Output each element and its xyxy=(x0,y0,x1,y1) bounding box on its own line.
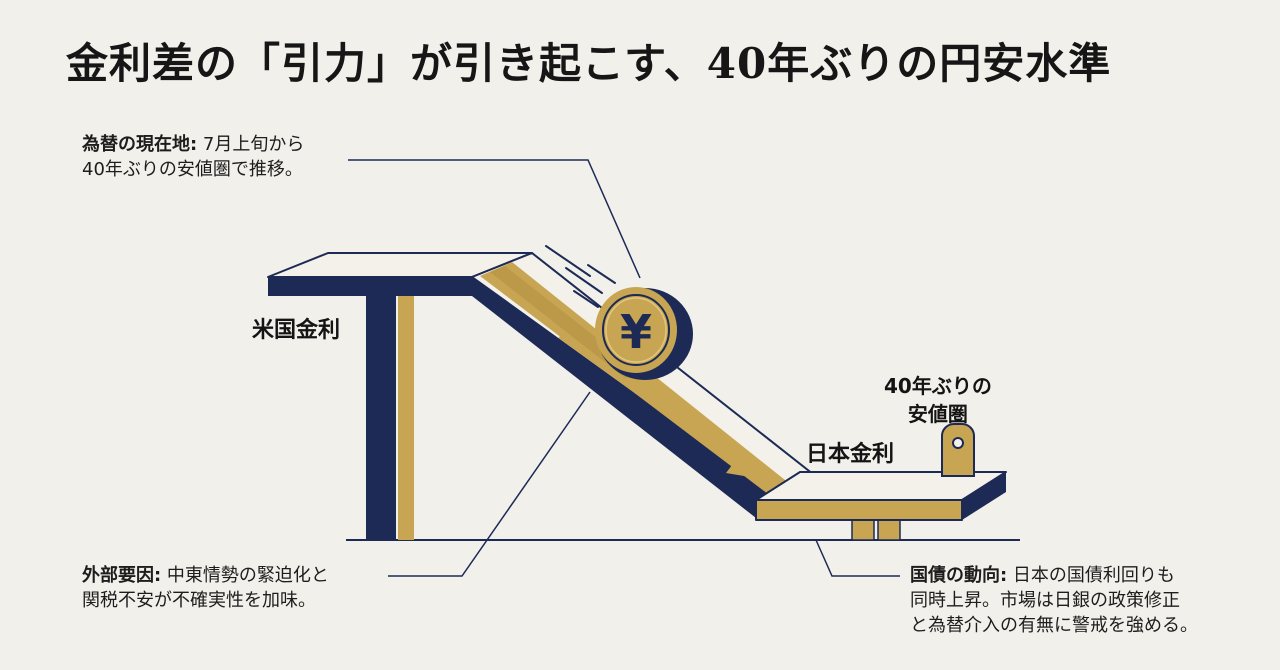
note-jgb-heading: 国債の動向: xyxy=(910,565,1008,586)
motion-lines-icon xyxy=(545,245,616,308)
note-jgb-text2: 同時上昇。市場は日銀の政策修正 xyxy=(910,590,1180,611)
note-ext-line1: 外部要因: 中東情勢の緊迫化と xyxy=(82,563,329,588)
record-low-label-line2: 安値圏 xyxy=(907,402,968,426)
note-jgb-text1: 日本の国債利回りも xyxy=(1007,565,1175,586)
slope-underside xyxy=(472,277,776,518)
note-external-factors: 外部要因: 中東情勢の緊迫化と 関税不安が不確実性を加味。 xyxy=(82,563,329,613)
note-fx-position: 為替の現在地: 7月上旬から 40年ぶりの安値圏で推移。 xyxy=(82,132,304,182)
note-ext-text1: 中東情勢の緊迫化と xyxy=(161,565,329,586)
note-fx-text2: 40年ぶりの安値圏で推移。 xyxy=(82,159,303,180)
yen-symbol: ¥ xyxy=(620,305,652,359)
jp-rate-support-left xyxy=(851,519,875,541)
jp-rate-platform-side xyxy=(962,472,1006,520)
jp-rate-label: 日本金利 xyxy=(806,442,895,467)
leader-fx xyxy=(348,159,641,279)
note-jgb-line1: 国債の動向: 日本の国債利回りも xyxy=(910,563,1198,588)
note-fx-text1: 7月上旬から xyxy=(197,134,305,155)
note-ext-text2: 関税不安が不確実性を加味。 xyxy=(82,590,316,611)
jp-rate-support-right xyxy=(877,519,901,541)
yen-coin-icon: ¥ xyxy=(595,287,693,380)
record-low-label-line1: 40年ぶりの xyxy=(884,374,992,398)
jp-rate-platform-front xyxy=(755,499,963,521)
page-title: 金利差の「引力」が引き起こす、40年ぶりの円安水準 xyxy=(66,39,1112,88)
note-jgb-text3: と為替介入の有無に警戒を強める。 xyxy=(910,615,1198,636)
weight-icon xyxy=(941,423,975,477)
down-arrow-icon xyxy=(726,452,756,478)
note-fx-line1: 為替の現在地: 7月上旬から xyxy=(82,132,304,157)
us-rate-platform-front xyxy=(268,277,472,296)
down-arrow-shaft xyxy=(558,333,742,469)
note-jgb-trend: 国債の動向: 日本の国債利回りも 同時上昇。市場は日銀の政策修正 と為替介入の有… xyxy=(910,563,1198,638)
us-rate-pillar-accent xyxy=(398,296,414,540)
record-low-label: 40年ぶりの 安値圏 xyxy=(884,372,992,428)
us-rate-label: 米国金利 xyxy=(252,318,341,343)
leader-external xyxy=(388,391,591,577)
us-rate-pillar xyxy=(366,296,396,540)
note-fx-heading: 為替の現在地: xyxy=(82,134,198,155)
note-ext-heading: 外部要因: xyxy=(82,565,162,586)
leader-jgb xyxy=(815,539,900,577)
